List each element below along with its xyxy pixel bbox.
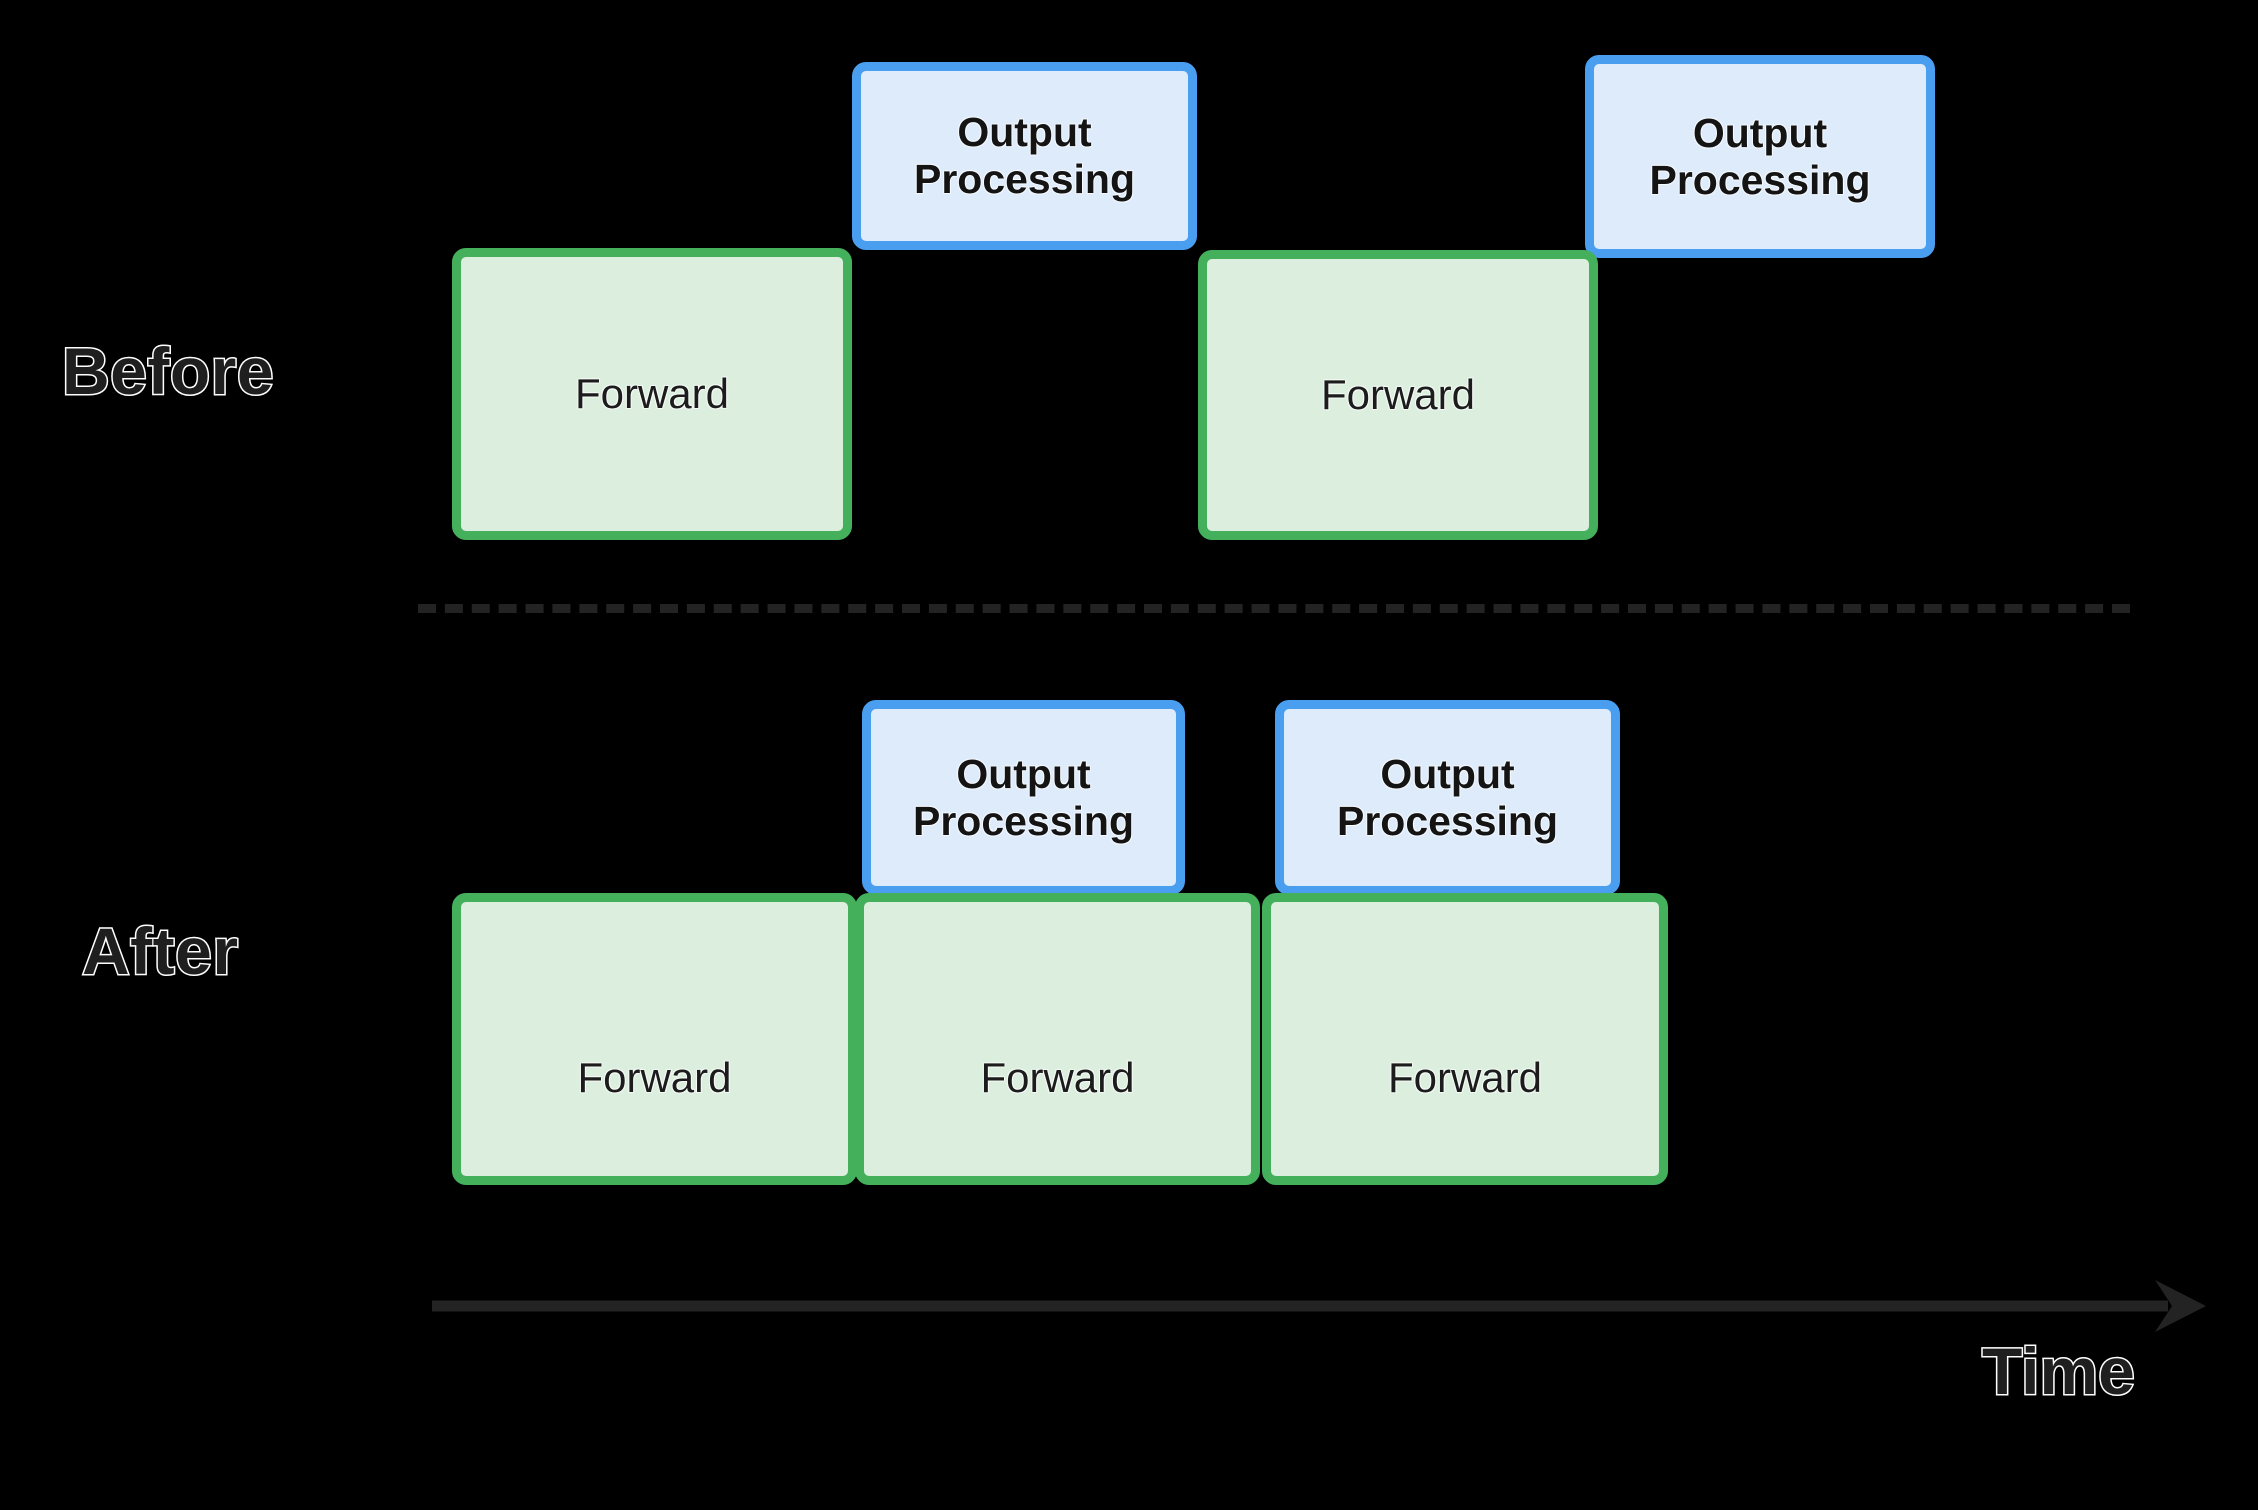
time-axis-label: Time bbox=[1981, 1334, 2137, 1408]
section-divider bbox=[418, 604, 2130, 613]
block-label: Forward bbox=[980, 1054, 1135, 1102]
after-forward-block-1: Forward bbox=[452, 893, 857, 1185]
block-label-line2: Processing bbox=[912, 797, 1135, 844]
after-row-label: After bbox=[81, 914, 240, 988]
block-label: Forward bbox=[1387, 1054, 1543, 1102]
block-label: Forward bbox=[577, 1054, 732, 1102]
block-label: Forward bbox=[574, 370, 730, 418]
block-label-line1: Output bbox=[956, 750, 1091, 797]
block-label-line1: Output bbox=[1380, 750, 1515, 797]
block-label-line2: Processing bbox=[1336, 797, 1559, 844]
before-forward-block-2: Forward bbox=[1198, 250, 1598, 540]
after-forward-block-2: Forward bbox=[855, 893, 1260, 1185]
block-label-line1: Output bbox=[957, 109, 1092, 156]
block-label-line2: Processing bbox=[1649, 156, 1871, 203]
block-label: Forward bbox=[1320, 371, 1476, 419]
after-forward-block-3: Forward bbox=[1262, 893, 1668, 1185]
before-forward-block-1: Forward bbox=[452, 248, 852, 540]
time-axis-arrowhead bbox=[2155, 1280, 2206, 1332]
block-label-line2: Processing bbox=[913, 156, 1136, 202]
time-axis-arrow bbox=[432, 1280, 2206, 1332]
before-row-label: Before bbox=[60, 334, 275, 408]
block-label-line1: Output bbox=[1692, 109, 1828, 156]
